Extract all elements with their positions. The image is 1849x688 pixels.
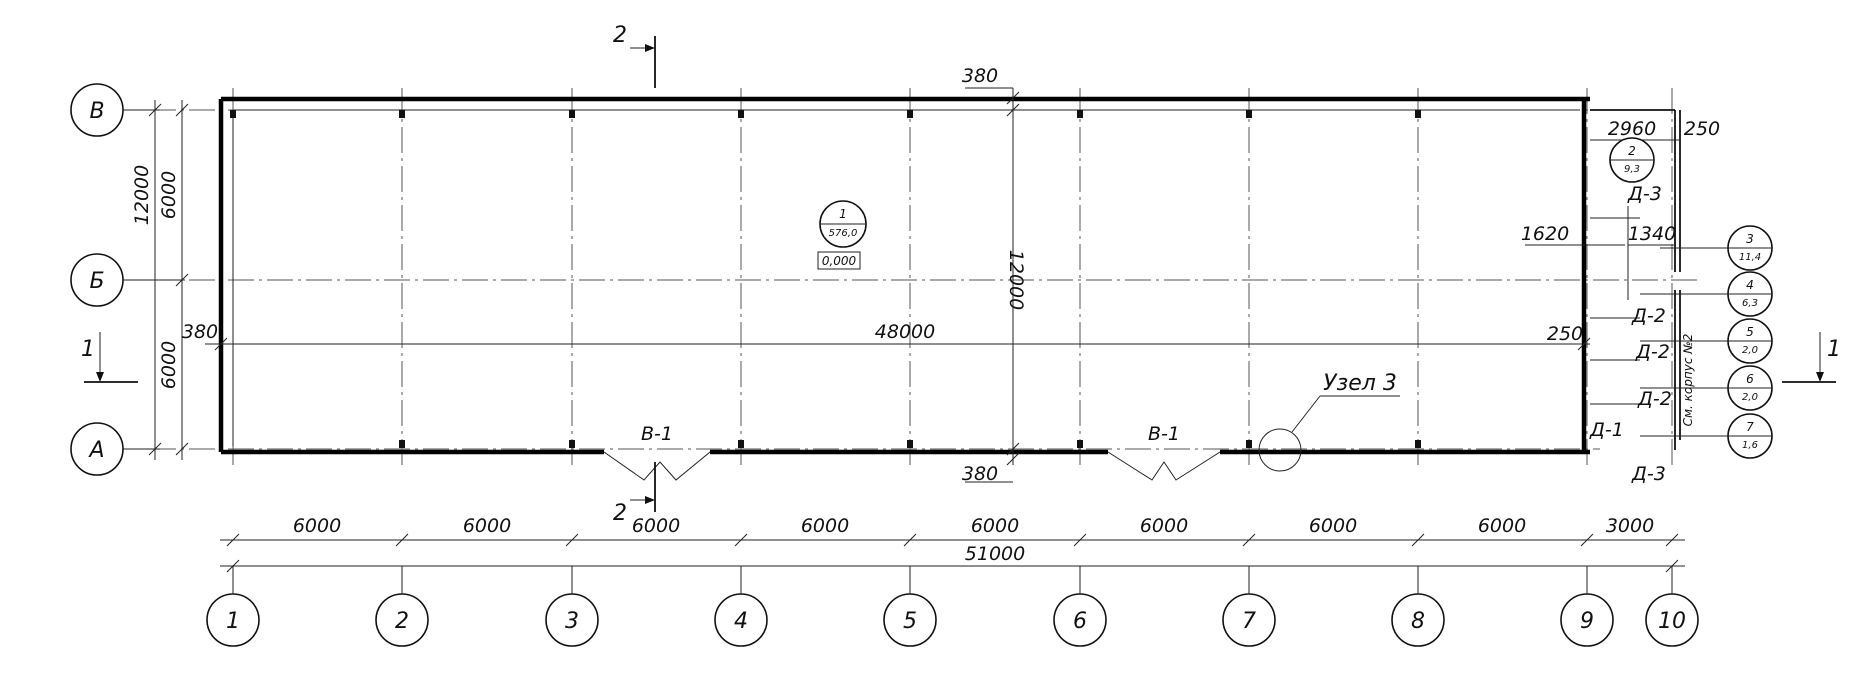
room-main-area: 576,0	[829, 228, 858, 239]
section-1-right: 1	[1827, 337, 1841, 362]
columns	[230, 110, 1421, 448]
dim-hall-length: 48000	[875, 321, 935, 343]
room-main-label: 1 576,0 0,000	[817, 200, 867, 270]
door-d3-bottom: Д-3	[1631, 463, 1666, 485]
axis-label-6: 6	[1073, 609, 1087, 634]
room-5-area: 2,0	[1742, 345, 1758, 356]
room-6-area: 2,0	[1742, 392, 1758, 403]
gate-label-1: В-1	[641, 423, 673, 445]
dim-bay-2: 6000	[463, 515, 511, 537]
door-labels: Д-3 Д-2 Д-2 Д-2 Д-1 Д-3	[1589, 183, 1672, 485]
axis-label-1: 1	[226, 609, 240, 634]
dim-interior-width: 12000	[1005, 250, 1027, 310]
axis-label-10: 10	[1658, 609, 1686, 634]
bottom-dimensions: 6000 6000 6000 6000 6000 6000 6000 6000 …	[220, 515, 1685, 573]
node-3-label: Узел 3	[1323, 371, 1397, 396]
horizontal-axes	[150, 109, 1700, 450]
gate-label-2: В-1	[1148, 423, 1180, 445]
room-2-number: 2	[1628, 144, 1636, 158]
section-1-left: 1	[81, 337, 95, 362]
door-d2-2: Д-2	[1635, 341, 1670, 363]
dim-2960: 2960	[1608, 118, 1656, 140]
walls	[218, 96, 1681, 455]
room-2-area: 9,3	[1624, 164, 1640, 175]
room-5-number: 5	[1746, 325, 1754, 339]
room-3-area: 11,4	[1739, 252, 1761, 263]
axis-bubbles-letters: В Б А	[70, 83, 185, 476]
dim-wall-top: 380	[962, 65, 998, 87]
interior-dimensions: 12000 380 380 48000 380 250 2960 1620 13…	[182, 65, 1720, 485]
dim-total-width: 12000	[131, 165, 153, 225]
section-marks: 2 2 1 1	[81, 23, 1841, 526]
room-main-level: 0,000	[822, 254, 857, 268]
axis-label-8: 8	[1411, 609, 1425, 634]
dim-250-mid: 250	[1547, 323, 1583, 345]
dim-last-bay: 3000	[1606, 515, 1654, 537]
room-6-number: 6	[1746, 372, 1754, 386]
room-main-number: 1	[839, 207, 847, 221]
room-7-number: 7	[1746, 420, 1754, 434]
axis-label-b: Б	[89, 269, 104, 294]
dim-bay-1: 6000	[293, 515, 341, 537]
axis-bubbles-numbers: 1 2 3 4 5 6 7 8 9 10	[206, 566, 1699, 647]
dim-total-length: 51000	[965, 543, 1025, 565]
room-2-label: 2 9,3	[1609, 137, 1655, 183]
section-2-top: 2	[613, 23, 627, 48]
left-dimensions: 12000 6000 6000	[131, 100, 189, 460]
axis-label-7: 7	[1242, 609, 1256, 634]
vertical-axes	[232, 88, 1673, 468]
axis-label-v: В	[89, 99, 104, 124]
dim-half-width-bottom: 6000	[158, 341, 180, 389]
dim-bay-6: 6000	[1140, 515, 1188, 537]
axis-label-3: 3	[565, 609, 579, 634]
door-d1: Д-1	[1589, 419, 1624, 441]
dim-bay-5: 6000	[971, 515, 1019, 537]
axis-label-2: 2	[395, 609, 409, 634]
axis-label-5: 5	[903, 609, 917, 634]
room-4-area: 6,3	[1742, 298, 1758, 309]
dim-bay-7: 6000	[1309, 515, 1357, 537]
axis-label-9: 9	[1580, 609, 1594, 634]
room-3-number: 3	[1746, 232, 1754, 246]
dim-wall-bottom: 380	[962, 463, 998, 485]
door-d2-3: Д-2	[1637, 388, 1672, 410]
right-room-labels: 3 11,4 4 6,3 5 2,0 6 2,0 7 1,6	[1640, 225, 1773, 459]
door-d3-top: Д-3	[1627, 183, 1662, 205]
node-3-callout: Узел 3	[1258, 371, 1400, 472]
axis-label-4: 4	[734, 609, 748, 634]
dim-bay-3: 6000	[632, 515, 680, 537]
axis-label-a: А	[87, 438, 104, 463]
room-7-area: 1,6	[1742, 440, 1758, 451]
dim-bay-4: 6000	[801, 515, 849, 537]
dim-1340: 1340	[1628, 223, 1676, 245]
gate-leaves	[603, 451, 1221, 481]
dim-bay-8: 6000	[1478, 515, 1526, 537]
dim-wall-left: 380	[182, 321, 218, 343]
section-2-bottom: 2	[613, 501, 627, 526]
dim-250-top: 250	[1684, 118, 1720, 140]
door-d2-1: Д-2	[1631, 305, 1666, 327]
side-label: См. корпус №2	[1681, 334, 1695, 427]
room-4-number: 4	[1746, 278, 1754, 292]
dim-1620: 1620	[1521, 223, 1569, 245]
dim-half-width-top: 6000	[158, 171, 180, 219]
